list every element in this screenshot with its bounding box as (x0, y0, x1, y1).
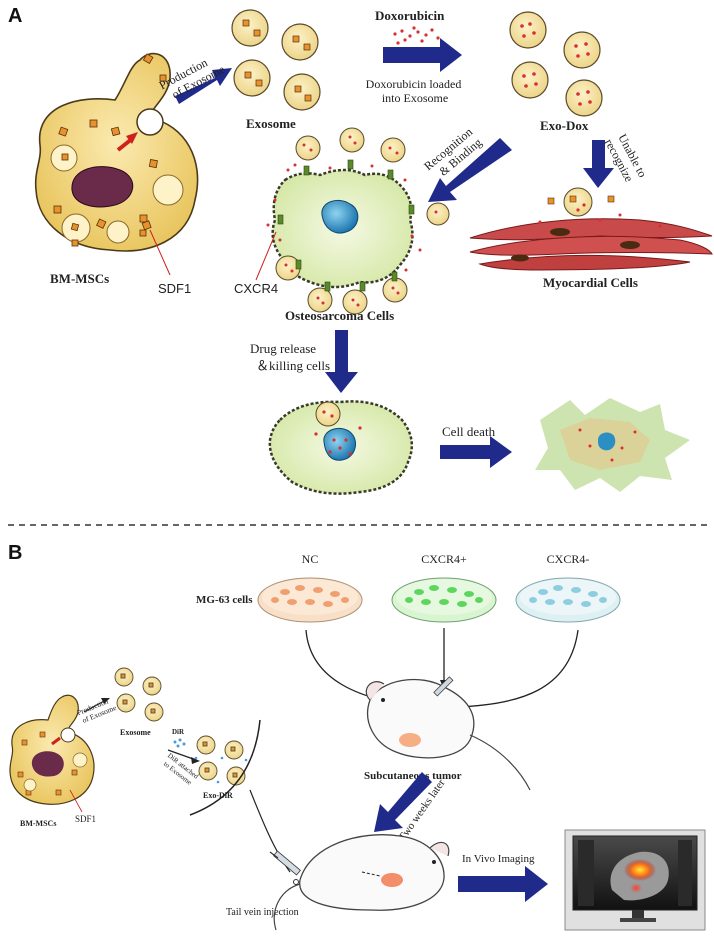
mini-production-arrow (83, 699, 107, 713)
dying-cell (268, 400, 414, 495)
bm-mscs-label: BM-MSCs (50, 271, 109, 286)
unable-label: Unable to recognize (602, 130, 651, 189)
dish-nc-label: NC (302, 552, 319, 566)
mini-exo-dir-dye (194, 756, 248, 784)
dish-cxcr4-neg-label: CXCR4- (547, 552, 590, 566)
two-weeks-arrow (374, 772, 432, 832)
osteosarcoma-cell (266, 127, 450, 315)
bm-msc-cell (34, 52, 199, 252)
mini-production-label: Production of Exosome (76, 694, 119, 725)
loading-arrow (383, 38, 462, 72)
panel-label-a: A (8, 5, 22, 27)
dish-cxcr4-pos (391, 577, 497, 623)
osteosarcoma-label: Osteosarcoma Cells (285, 308, 394, 323)
mini-bm-mscs-label: BM-MSCs (20, 819, 56, 828)
production-arrow (175, 68, 232, 104)
loading-label: Doxorubicin loaded into Exosome (366, 77, 465, 105)
exo-dir-arc (189, 719, 261, 816)
mini-sdf1-label: SDF1 (75, 814, 96, 824)
myocardial-cells (469, 187, 713, 271)
dead-cell-debris (535, 398, 690, 492)
dir-label: DiR (172, 728, 185, 736)
bm-msc-vesicles (53, 53, 167, 247)
drug-release-arrow (325, 330, 358, 393)
cxcr4-pointer (255, 231, 277, 281)
mouse-subcutaneous (365, 676, 531, 791)
mini-sdf1-pointer (69, 789, 83, 813)
drug-release-label: Drug release ＆killing cells (250, 341, 330, 373)
recognition-label: Recognition & Binding (421, 123, 486, 184)
tail-syringe (269, 850, 301, 885)
cell-death-arrow (440, 436, 512, 468)
dir-arrowhead (191, 757, 200, 764)
exosome-label: Exosome (246, 116, 296, 131)
exo-dox-cargo (520, 22, 592, 106)
dish-cxcr4-pos-label: CXCR4+ (421, 552, 467, 566)
production-label: Production of Exosome (157, 50, 227, 105)
tail-vein-label: Tail vein injection (226, 907, 299, 918)
exo-dox-group (509, 11, 603, 117)
doxorubicin-dots (393, 26, 440, 45)
mini-production-arrowhead (101, 698, 110, 704)
osteosarcoma-drug (266, 135, 438, 307)
dish-nc (257, 577, 363, 623)
cxcr4-label: CXCR4 (234, 281, 278, 296)
sdf1-pointer (149, 229, 171, 276)
cell-death-label: Cell death (442, 424, 496, 439)
dish-cxcr4-neg (515, 577, 621, 623)
mini-exosomes (114, 667, 164, 722)
exo-dir-label: Exo-DiR (203, 791, 233, 800)
mouse-imaging (273, 834, 450, 931)
doxorubicin-label: Doxorubicin (375, 8, 445, 23)
exo-dox-label: Exo-Dox (540, 118, 589, 133)
recognition-arrow (428, 138, 512, 202)
panel-label-b: B (8, 542, 22, 564)
subcutaneous-label: Subcutaneous tumor (364, 770, 462, 782)
mini-exo-dir (196, 735, 246, 786)
osteosarcoma-exosomes (275, 127, 450, 315)
exosome-group (231, 9, 321, 111)
mini-bm-msc-cell (9, 694, 95, 805)
sdf1-label: SDF1 (158, 281, 191, 296)
in-vivo-arrow (458, 866, 548, 902)
unable-arrow (583, 140, 614, 188)
myocardial-label: Myocardial Cells (543, 275, 638, 290)
in-vivo-label: In Vivo Imaging (462, 853, 535, 865)
cxcr4-receptors (277, 159, 415, 292)
exosome-cargo (242, 19, 312, 102)
imaging-monitor (564, 829, 706, 931)
dir-dye (173, 738, 186, 748)
mini-exosome-label: Exosome (120, 728, 151, 737)
mg63-label: MG-63 cells (196, 594, 253, 606)
